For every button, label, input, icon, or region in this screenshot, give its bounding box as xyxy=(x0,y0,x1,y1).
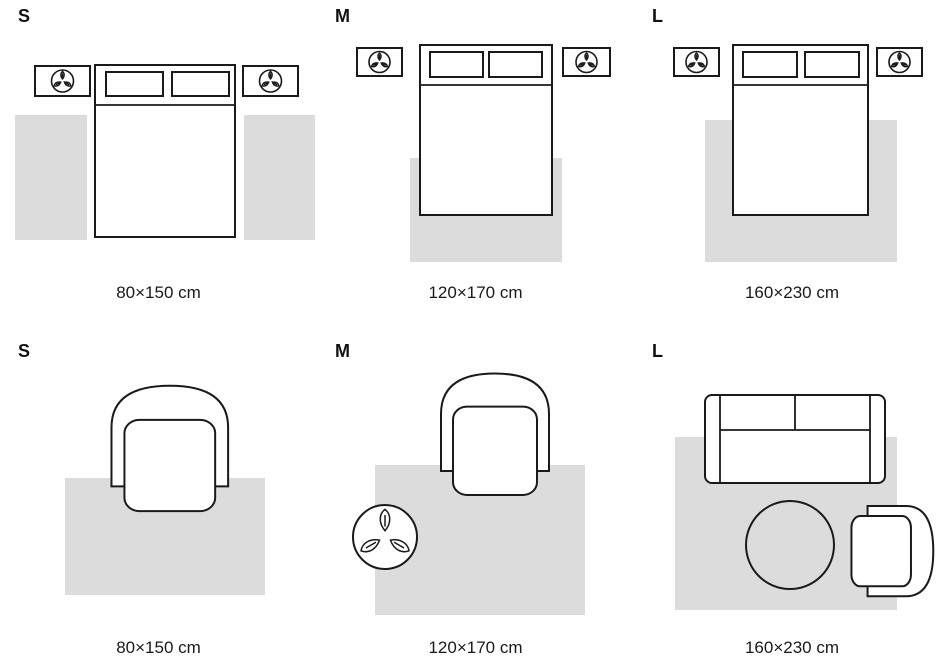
pillow xyxy=(805,52,859,77)
plant-icon xyxy=(686,52,707,73)
plant xyxy=(353,505,417,569)
size-label: S xyxy=(18,341,31,361)
size-label: L xyxy=(652,6,664,26)
bedroom-l-illustration xyxy=(634,35,950,262)
bedroom-m-illustration xyxy=(317,35,634,262)
panel-bedroom-m: M 1 xyxy=(317,0,634,335)
dimension-caption: 120×170 cm xyxy=(428,638,523,657)
rug xyxy=(244,115,315,240)
size-label: L xyxy=(652,341,664,361)
bed xyxy=(95,65,235,237)
bed xyxy=(733,45,868,215)
nightstand xyxy=(563,48,610,76)
plant-icon xyxy=(260,70,282,92)
pillow xyxy=(489,52,542,77)
armchair xyxy=(110,384,230,513)
dimension-caption: 80×150 cm xyxy=(116,638,201,657)
nightstand xyxy=(243,66,298,96)
rug xyxy=(15,115,87,240)
armchair xyxy=(440,372,550,496)
panel-living-m: M 120×170 cm xyxy=(317,335,634,670)
nightstand xyxy=(877,48,922,76)
nightstand xyxy=(35,66,90,96)
plant-icon xyxy=(889,52,910,73)
nightstand xyxy=(357,48,402,76)
dimension-caption: 160×230 cm xyxy=(744,283,840,302)
living-m-illustration xyxy=(317,372,585,615)
pillow xyxy=(430,52,483,77)
plant-icon xyxy=(369,52,390,73)
nightstand xyxy=(674,48,719,76)
dimension-caption: 160×230 cm xyxy=(744,638,840,657)
pillow xyxy=(106,72,163,96)
sofa xyxy=(705,395,885,483)
plant-icon xyxy=(52,70,74,92)
size-label: M xyxy=(335,341,351,361)
plant-icon xyxy=(576,52,597,73)
bed xyxy=(420,45,552,215)
pillow xyxy=(743,52,797,77)
plant-pot xyxy=(353,505,417,569)
coffee-table xyxy=(746,501,834,589)
panel-living-s: S 80×150 cm xyxy=(0,335,317,670)
armchair xyxy=(850,505,935,598)
living-s-illustration xyxy=(65,384,265,595)
dimension-caption: 80×150 cm xyxy=(116,283,201,302)
living-l-illustration xyxy=(675,365,935,610)
panel-bedroom-s: S xyxy=(0,0,317,335)
panel-living-l: L 160×230 cm xyxy=(634,335,950,670)
dimension-caption: 120×170 cm xyxy=(428,283,523,302)
panel-bedroom-l: L 1 xyxy=(634,0,950,335)
size-label: M xyxy=(335,6,351,26)
bedroom-s-illustration xyxy=(15,35,315,240)
pillow xyxy=(172,72,229,96)
size-label: S xyxy=(18,6,31,26)
